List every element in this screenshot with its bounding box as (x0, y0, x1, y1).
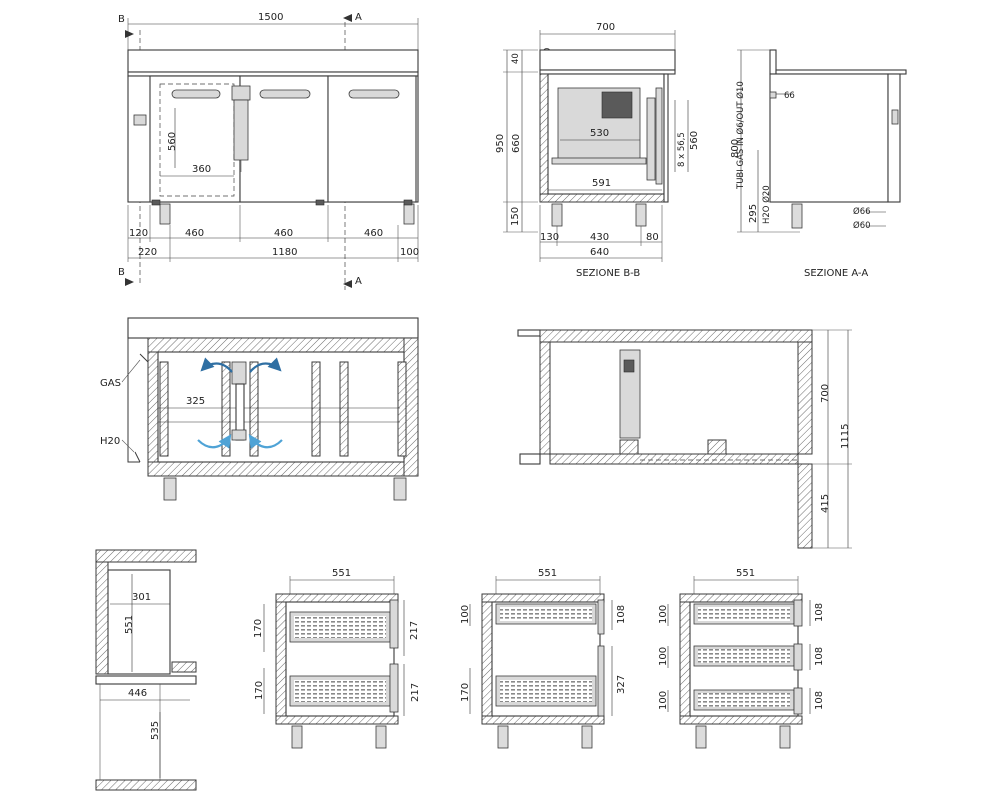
front-drawer-height: 560 (167, 132, 178, 151)
section-b-bottom-arrow-icon (125, 278, 134, 286)
section-b-bottom-label: B (118, 267, 125, 278)
airflow-arrow-right-icon (249, 357, 282, 373)
config3-left-b: 100 (658, 647, 669, 666)
front-dim-1180: 1180 (272, 247, 297, 258)
side-open-view: 700 1115 415 (517, 329, 852, 549)
front-dim-220: 220 (138, 247, 157, 258)
config2-right-a: 108 (616, 605, 627, 624)
config3-right-c: 108 (814, 691, 825, 710)
bb-caption: SEZIONE B-B (576, 268, 640, 279)
config1-width: 551 (332, 568, 351, 579)
section-a-top-label: A (355, 12, 362, 23)
drawer-height: 551 (124, 615, 135, 634)
section-a-top-arrow-icon (343, 14, 352, 22)
section-a-bottom-label: A (355, 276, 362, 287)
config1-left-a: 170 (253, 619, 264, 638)
aa-dia-60: Ø60 (853, 220, 871, 231)
drawer-ext: 535 (150, 721, 161, 740)
section-b-top-label: B (118, 14, 125, 25)
bb-dim-640: 640 (590, 247, 609, 258)
drawer-config-1: 551 170 170 217 217 (253, 568, 421, 749)
aa-lower-height: 295 (748, 204, 759, 223)
aa-offset: 66 (784, 91, 795, 101)
config3-right-a: 108 (814, 603, 825, 622)
section-bb: 700 40 100 950 660 150 530 591 (495, 22, 700, 279)
drawer-section: 301 551 446 535 (95, 549, 197, 791)
plan-gas-label: GAS (100, 378, 121, 389)
config1-right-b: 217 (410, 683, 421, 702)
bb-dim-660: 660 (511, 134, 522, 153)
airflow-arrow-left-icon (200, 357, 233, 373)
bb-dim-950: 950 (495, 134, 506, 153)
airflow-return-right-icon (248, 434, 283, 449)
front-dim-460-c: 460 (364, 228, 383, 239)
section-a-bottom-arrow-icon (343, 280, 352, 288)
bb-unit-width: 530 (590, 128, 609, 139)
bb-dim-130: 130 (540, 232, 559, 243)
aa-caption: SEZIONE A-A (804, 268, 868, 279)
bb-top-width: 700 (596, 22, 615, 33)
front-drawer-width: 360 (192, 164, 211, 175)
config2-left-a: 100 (460, 605, 471, 624)
bb-dim-150: 150 (510, 207, 521, 226)
bb-inner-height: 560 (689, 131, 700, 150)
bb-inner-width: 591 (592, 178, 611, 189)
plan-h2o-label: H20 (100, 436, 120, 447)
config3-right-b: 108 (814, 647, 825, 666)
side-depth: 700 (820, 384, 831, 403)
front-dim-460-b: 460 (274, 228, 293, 239)
drawer-width: 301 (132, 592, 151, 603)
bb-shelf-spec: 8 x 56,5 (677, 132, 687, 167)
config2-right-b: 327 (616, 675, 627, 694)
bb-dim-80: 80 (646, 232, 659, 243)
side-drawer-ext: 415 (820, 494, 831, 513)
aa-height: 800 (730, 139, 741, 158)
side-total: 1115 (840, 424, 851, 449)
airflow-return-left-icon (197, 434, 232, 449)
plan-view: 325 GAS H20 (100, 317, 419, 501)
drawer-config-2: 551 100 170 108 327 (460, 568, 627, 749)
config1-left-b: 170 (254, 681, 265, 700)
config2-width: 551 (538, 568, 557, 579)
config3-left-a: 100 (658, 605, 669, 624)
aa-gas-pipes: TUBI GAS IN Ø6/OUT Ø10 (735, 81, 746, 190)
section-aa: 800 TUBI GAS IN Ø6/OUT Ø10 H2O Ø20 295 6… (730, 49, 907, 279)
aa-dia-66: Ø66 (853, 206, 871, 217)
front-dim-100: 100 (400, 247, 419, 258)
front-dim-460-a: 460 (185, 228, 204, 239)
config3-left-c: 100 (658, 691, 669, 710)
bb-dim-40: 40 (511, 53, 521, 64)
config3-width: 551 (736, 568, 755, 579)
front-view: 1500 B B A A 560 360 (118, 12, 419, 290)
drawer-config-3: 551 100 100 100 108 108 108 (658, 568, 825, 749)
section-b-top-arrow-icon (125, 30, 134, 38)
drawer-depth: 446 (128, 688, 147, 699)
config2-left-b: 170 (460, 683, 471, 702)
plan-shelf-dim: 325 (186, 396, 205, 407)
bb-dim-430: 430 (590, 232, 609, 243)
front-overall-width: 1500 (258, 12, 283, 23)
aa-h2o: H2O Ø20 (761, 185, 772, 224)
front-dim-120: 120 (129, 228, 148, 239)
config1-right-a: 217 (409, 621, 420, 640)
